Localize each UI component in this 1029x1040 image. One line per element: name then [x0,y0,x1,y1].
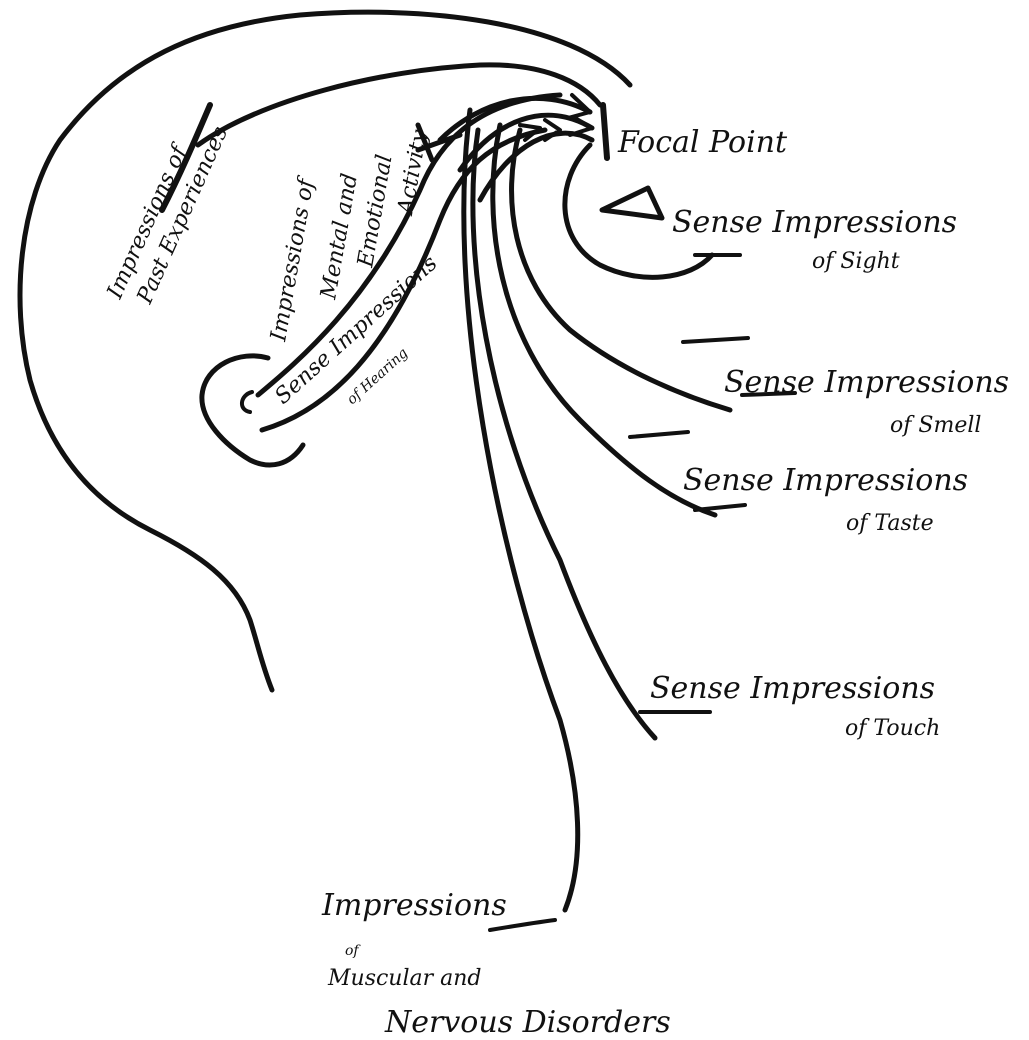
ear-inner [242,392,252,412]
muscular-curve [464,110,578,910]
label-taste-1: Sense Impressions [683,463,968,498]
taste-tick-2 [695,505,745,510]
focal-point-bar [603,105,607,158]
eye-triangle [602,188,662,218]
taste-curve [493,125,715,515]
label-sight-2: of Sight [812,249,900,274]
label-mental-3: Emotional [353,153,398,270]
label-muscular-3: Muscular and [327,966,482,991]
taste-tick-1 [630,432,688,437]
smell-tick-1 [683,338,748,342]
label-muscular-1: Impressions [321,888,507,923]
label-touch-2: of Touch [845,716,940,741]
label-mental-2: Mental and [316,172,363,302]
label-focal-point: Focal Point [617,125,788,160]
label-taste-2: of Taste [846,511,934,536]
label-muscular-4: Nervous Disorders [384,1005,671,1040]
label-smell-2: of Smell [890,413,981,438]
label-hearing-2: of Hearing [344,345,411,408]
touch-curve [473,130,655,738]
smell-curve [512,130,730,410]
label-smell-1: Sense Impressions [724,365,1009,400]
label-muscular-2: of [345,943,361,959]
label-mental-1: Impressions of [266,174,320,345]
label-touch-1: Sense Impressions [650,671,935,706]
label-sight-1: Sense Impressions [672,205,957,240]
